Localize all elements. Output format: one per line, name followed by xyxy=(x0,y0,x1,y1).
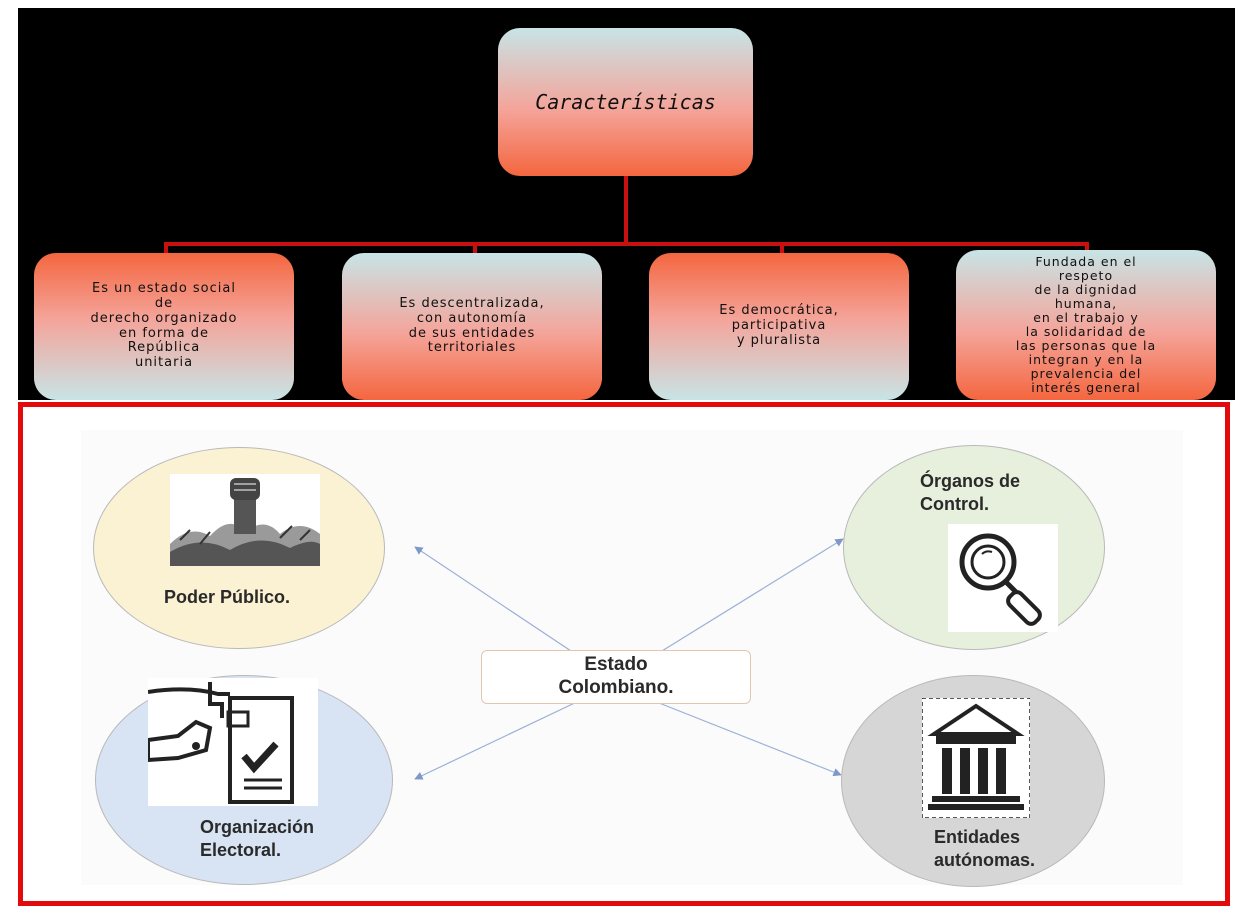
arrow-to-organizacion-electoral xyxy=(414,698,584,780)
child-node-2-label: Es descentralizada, con autonomía de sus… xyxy=(399,295,545,356)
connector-vertical-root xyxy=(624,176,628,244)
arrow-to-entidades-autonomas xyxy=(648,698,842,777)
node-organizacion-electoral: Organización Electoral. xyxy=(95,675,393,885)
node-organos-control: Órganos de Control. xyxy=(843,445,1105,650)
root-node-label: Características xyxy=(535,90,716,114)
connector-child-2 xyxy=(473,242,477,254)
connector-horizontal-bar xyxy=(164,242,1089,246)
diagram-arrows xyxy=(414,538,844,780)
root-node-caracteristicas: Características xyxy=(498,28,753,176)
child-node-1-label: Es un estado social de derecho organizad… xyxy=(90,280,238,371)
entidades-autonomas-label: Entidades autónomas. xyxy=(934,827,1036,870)
arrow-to-organos-control xyxy=(648,538,844,660)
magnifying-glass-icon xyxy=(948,524,1058,632)
child-node-4-label: Fundada en el respeto de la dignidad hum… xyxy=(1015,254,1157,395)
child-node-dignidad-humana: Fundada en el respeto de la dignidad hum… xyxy=(956,250,1216,400)
child-node-estado-social: Es un estado social de derecho organizad… xyxy=(34,253,294,400)
raised-fist-crowd-icon xyxy=(170,474,320,566)
organizacion-electoral-label: Organización Electoral. xyxy=(200,817,315,860)
organos-control-label: Órganos de Control. xyxy=(920,471,1021,514)
characteristics-org-chart: Características Es un estado social de d… xyxy=(18,8,1235,400)
node-entidades-autonomas: Entidades autónomas. xyxy=(841,675,1105,887)
ballot-vote-icon xyxy=(146,678,318,806)
connector-child-3 xyxy=(780,242,784,254)
connector-child-1 xyxy=(164,242,168,254)
connector-child-4 xyxy=(1085,242,1089,254)
center-node-label: Estado Colombiano. xyxy=(558,654,674,698)
node-poder-publico: Poder Público. xyxy=(93,447,385,649)
poder-publico-label: Poder Público. xyxy=(164,587,291,607)
child-node-3-label: Es democrática, participativa y pluralis… xyxy=(719,303,839,348)
child-node-descentralizada: Es descentralizada, con autonomía de sus… xyxy=(342,253,602,400)
government-building-icon xyxy=(921,697,1031,819)
estado-colombiano-diagram: Poder Público. Órganos de Control. xyxy=(18,402,1230,906)
arrow-to-poder-publico xyxy=(414,546,584,660)
child-node-democratica: Es democrática, participativa y pluralis… xyxy=(649,253,909,400)
center-node-estado-colombiano: Estado Colombiano. xyxy=(481,650,751,704)
